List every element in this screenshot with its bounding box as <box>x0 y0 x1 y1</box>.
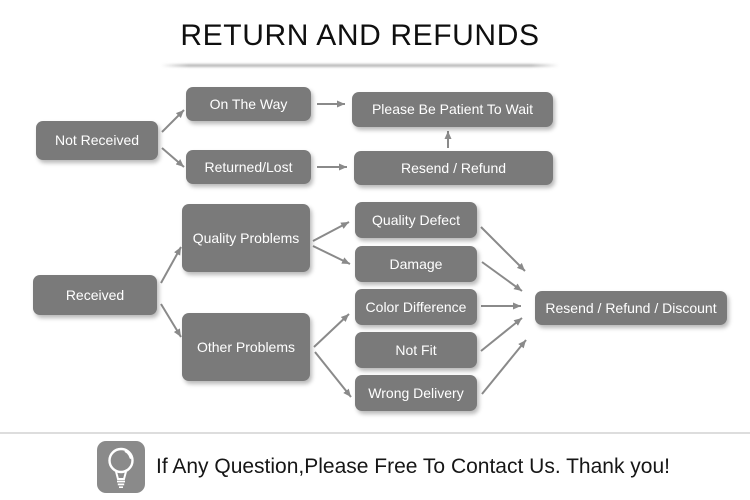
node-wrong-delivery: Wrong Delivery <box>355 375 477 411</box>
contact-message: If Any Question,Please Free To Contact U… <box>156 455 670 478</box>
arrow-qualityproblems-qualitydefect <box>312 221 350 242</box>
node-color-difference: Color Difference <box>355 289 477 325</box>
arrow-qualitydefect-discount <box>480 226 526 272</box>
title-underline <box>161 64 559 67</box>
footer-divider <box>0 432 750 434</box>
lightbulb-icon <box>97 441 145 493</box>
node-received: Received <box>33 275 157 315</box>
arrow-received-qualityproblems <box>160 246 182 284</box>
arrow-received-otherproblems <box>160 303 182 338</box>
node-other-problems: Other Problems <box>182 313 310 381</box>
node-resend-refund: Resend / Refund <box>354 151 553 185</box>
node-not-received: Not Received <box>36 121 158 160</box>
node-not-fit: Not Fit <box>355 332 477 368</box>
node-resend-refund-discount: Resend / Refund / Discount <box>535 291 727 325</box>
node-damage: Damage <box>355 246 477 282</box>
arrow-wrongdelivery-discount <box>481 339 527 395</box>
node-quality-defect: Quality Defect <box>355 202 477 238</box>
arrow-qualityproblems-damage <box>312 245 351 265</box>
page-title: RETURN AND REFUNDS <box>180 19 540 52</box>
node-on-the-way: On The Way <box>186 87 311 121</box>
arrow-damage-discount <box>481 261 523 292</box>
node-please-be-patient: Please Be Patient To Wait <box>352 92 553 127</box>
node-returned-lost: Returned/Lost <box>186 150 311 184</box>
arrow-notfit-discount <box>480 317 523 352</box>
arrow-notreceived-returnedlost <box>161 147 185 168</box>
arrow-notreceived-ontheway <box>161 109 185 133</box>
node-quality-problems: Quality Problems <box>182 204 310 272</box>
arrow-otherproblems-wrongdelivery <box>314 351 352 398</box>
arrow-otherproblems-colordifference <box>313 313 350 348</box>
